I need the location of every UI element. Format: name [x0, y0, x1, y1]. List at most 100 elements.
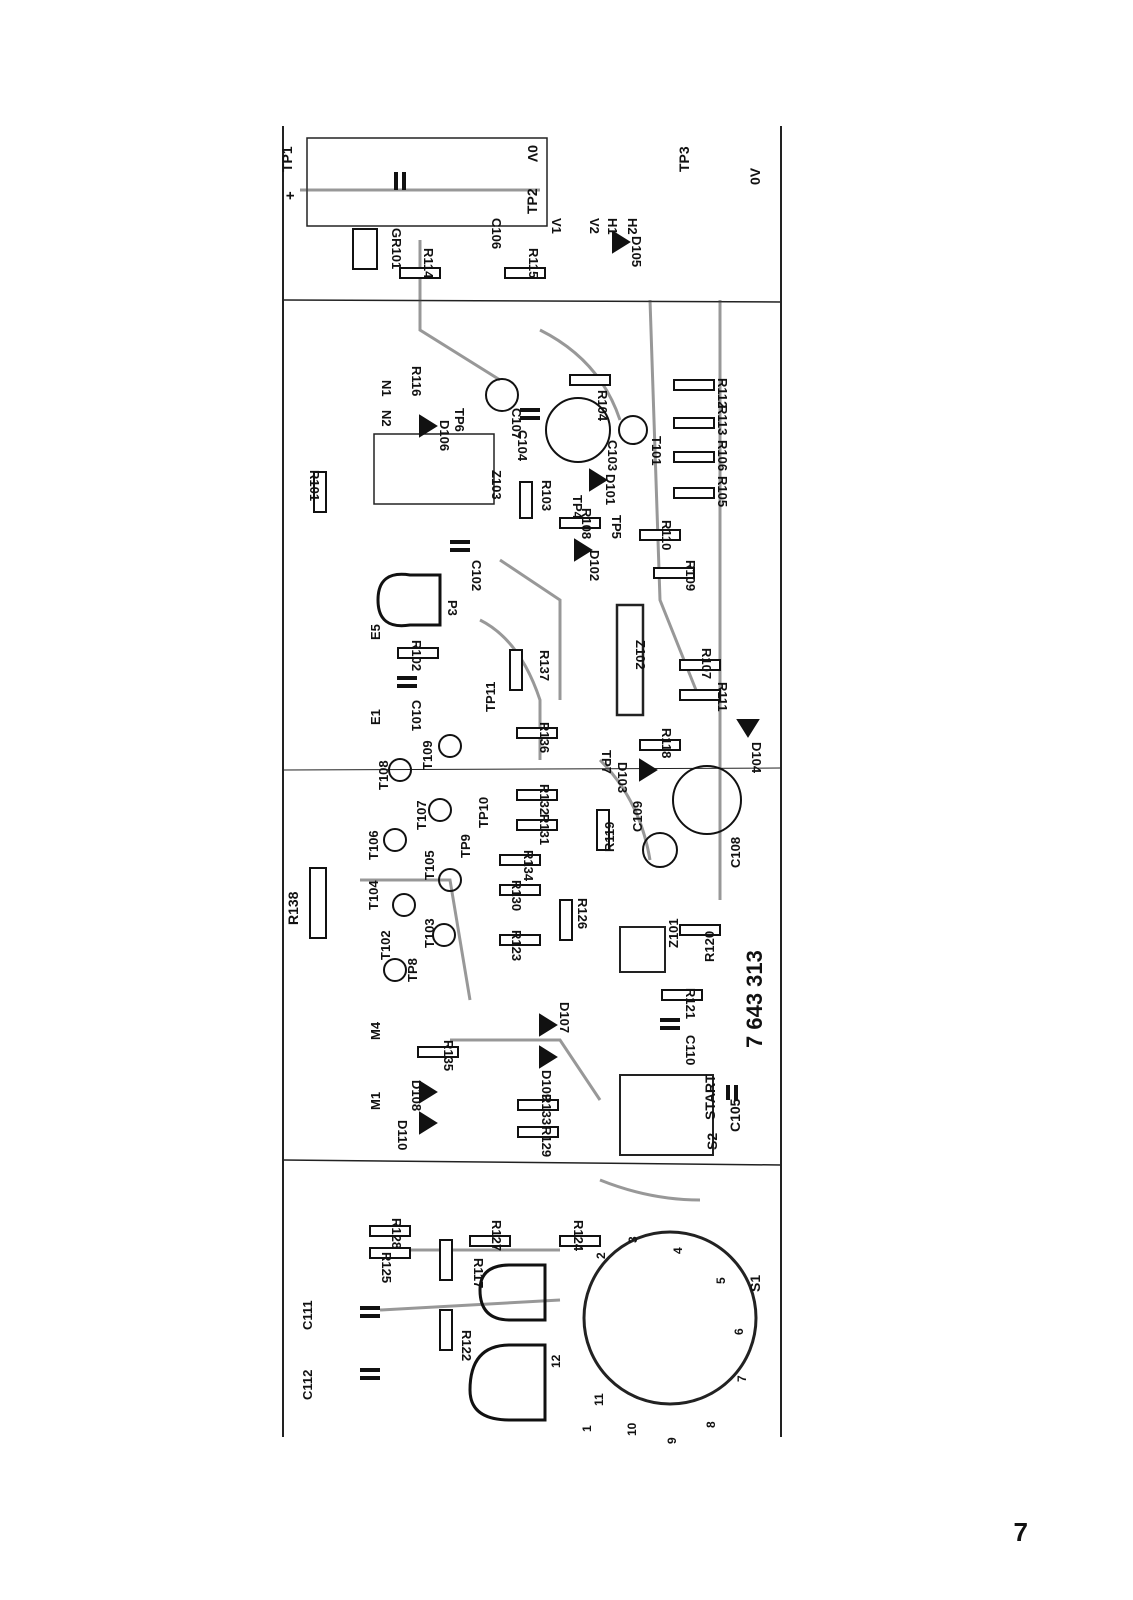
label-tp7: TP7 — [599, 750, 614, 774]
label-s1-pos-6: 6 — [732, 1328, 746, 1335]
label-c105: C105 — [727, 1098, 743, 1132]
label-s1-pos-10: 10 — [625, 1422, 639, 1436]
label-t104: T104 — [366, 880, 381, 910]
label-r119: R119 — [602, 822, 617, 852]
label-e5: E5 — [368, 624, 383, 640]
label-s1-pos-8: 8 — [704, 1421, 718, 1428]
label-tp3: TP3 — [676, 146, 692, 172]
label-r130: R130 — [509, 880, 524, 911]
label-c112: C112 — [300, 1370, 315, 1400]
label-v2: V2 — [587, 218, 602, 234]
label-r103: R103 — [539, 480, 554, 511]
label-s2: S2 — [704, 1133, 720, 1150]
label-r134: R134 — [521, 850, 536, 882]
label-r116: R116 — [409, 366, 424, 396]
label-s1-pos-11: 11 — [592, 1393, 606, 1406]
label-c101: C101 — [409, 700, 424, 731]
label-0v-right: 0V — [747, 167, 763, 185]
label-tp1: TP1 — [279, 146, 295, 172]
label-r121: R121 — [683, 988, 698, 1019]
label-s1-pos-12: 12 — [549, 1354, 563, 1368]
label-tp10: TP10 — [476, 797, 491, 828]
label-r122: R122 — [459, 1330, 474, 1361]
label-r115: R115 — [526, 248, 541, 278]
label-c109: C109 — [630, 801, 645, 832]
trimmer-pots — [376, 572, 547, 1422]
svg-text:+: + — [282, 191, 299, 200]
label-gr101: GR101 — [389, 228, 404, 269]
label-c110: C110 — [683, 1035, 698, 1065]
label-r117: R117 — [471, 1258, 486, 1288]
label-c107: C107 — [509, 408, 524, 439]
label-c103: C103 — [605, 440, 620, 471]
label-c111: C111 — [300, 1300, 315, 1330]
label-r131: R131 — [537, 814, 552, 845]
label-r137: R137 — [537, 650, 552, 681]
label-v1: V1 — [549, 218, 564, 234]
label-z101: Z101 — [666, 918, 681, 948]
label-r128: R128 — [389, 1218, 404, 1249]
label-d109: D109 — [539, 1070, 554, 1101]
label-r132: R132 — [537, 784, 552, 815]
label-t107: T107 — [414, 800, 429, 830]
component-bodies — [309, 228, 721, 1351]
label-s1-pos-7: 7 — [735, 1375, 749, 1382]
label-z103: Z103 — [489, 470, 504, 500]
label-r112: R112 — [715, 378, 730, 408]
label-m1: M1 — [368, 1092, 383, 1110]
label-s1: S1 — [747, 1275, 763, 1292]
label-r109: R109 — [683, 560, 698, 591]
label-tp8: TP8 — [405, 958, 420, 982]
diode-symbols — [419, 230, 760, 1135]
label-t108: T108 — [376, 760, 391, 790]
label-r111: R111 — [715, 682, 730, 712]
label-e1: E1 — [368, 709, 383, 725]
label-m4: M4 — [368, 1021, 383, 1040]
label-r104: R104 — [595, 390, 610, 422]
label-t102: T102 — [378, 930, 393, 960]
label-s1-pos-9: 9 — [665, 1437, 679, 1444]
component-labels: TP1 TP2 TP3 TP4 TP5 TP6 TP7 TP8 TP9 TP10… — [279, 145, 767, 1444]
label-0v-top: 0V — [525, 145, 541, 163]
label-r120: R120 — [702, 931, 717, 962]
label-d104: D104 — [749, 742, 764, 774]
label-d108: D108 — [409, 1080, 424, 1111]
label-c104: C104 — [515, 430, 530, 462]
capacitor-plates — [360, 172, 738, 1380]
label-r129: R129 — [539, 1126, 554, 1157]
label-r114: R114 — [421, 248, 436, 279]
capacitor-electrolytics — [485, 378, 742, 868]
label-p3: P3 — [445, 600, 460, 616]
page-number: 7 — [1013, 1517, 1028, 1547]
label-tp5: TP5 — [609, 515, 624, 539]
label-d103: D103 — [615, 762, 630, 793]
label-r127: R127 — [489, 1220, 504, 1251]
label-t109: T109 — [420, 740, 435, 770]
label-r108: R108 — [579, 508, 594, 539]
label-t101: T101 — [649, 436, 664, 466]
label-d102: D102 — [587, 550, 602, 581]
label-part-number: 7 643 313 — [742, 950, 767, 1048]
board-outline — [282, 126, 782, 1437]
label-tp6: TP6 — [452, 408, 467, 432]
label-r125: R125 — [379, 1252, 394, 1283]
label-d101: D101 — [603, 474, 618, 505]
label-r113: R113 — [715, 405, 730, 435]
label-r126: R126 — [575, 898, 590, 929]
label-r135: R135 — [441, 1040, 456, 1071]
label-r107: R107 — [699, 648, 714, 679]
label-s1-pos-3: 3 — [626, 1236, 640, 1243]
label-d107: D107 — [557, 1002, 572, 1033]
label-s1-pos-2: 2 — [594, 1252, 608, 1259]
label-t105: T105 — [422, 850, 437, 880]
label-r110: R110 — [659, 520, 674, 550]
label-r136: R136 — [537, 722, 552, 753]
label-h1: H1 — [605, 218, 620, 235]
label-s1-pos-5: 5 — [714, 1277, 728, 1284]
label-d106: D106 — [437, 420, 452, 451]
label-s1-pos-1: 1 — [580, 1425, 594, 1432]
label-h2: H2 — [625, 218, 640, 235]
label-d105: D105 — [629, 236, 644, 267]
label-start: START — [702, 1074, 718, 1120]
